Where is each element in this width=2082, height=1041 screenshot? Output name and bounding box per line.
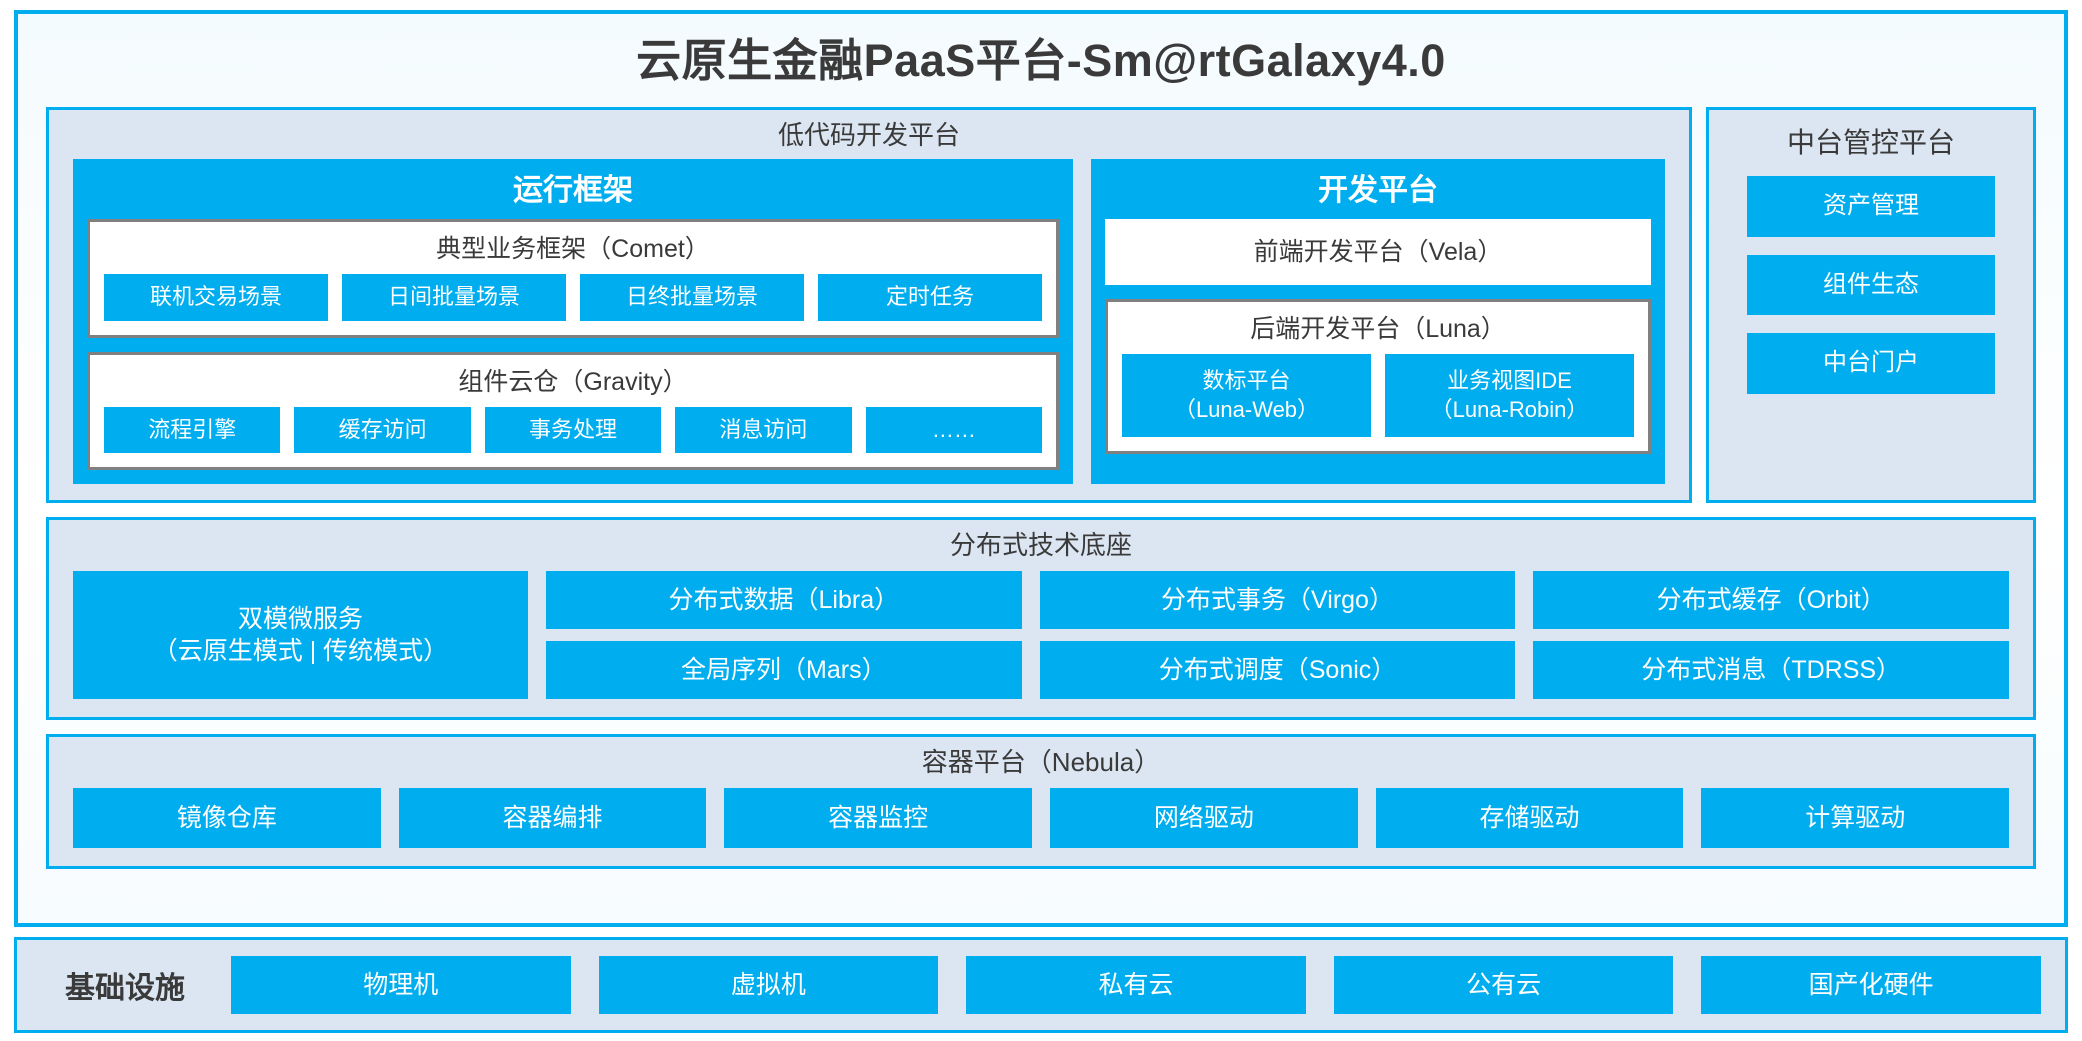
gravity-item-transaction[interactable]: 事务处理	[484, 406, 662, 453]
comet-item-scheduled-task[interactable]: 定时任务	[818, 274, 1042, 321]
control-platform-items: 资产管理 组件生态 中台门户	[1709, 172, 2033, 482]
dual-mode-line2: （云原生模式 | 传统模式）	[152, 636, 449, 665]
container-item-orchestration[interactable]: 容器编排	[398, 788, 707, 849]
gravity-item-more[interactable]: ……	[865, 406, 1043, 453]
container-item-monitoring[interactable]: 容器监控	[724, 788, 1033, 849]
container-platform-items: 镜像仓库 容器编排 容器监控 网络驱动 存储驱动 计算驱动	[49, 786, 2033, 849]
comet-items: 联机交易场景 日间批量场景 日终批量场景 定时任务	[104, 274, 1042, 321]
dual-mode-microservice-wrapper: 双模微服务 （云原生模式 | 传统模式）	[73, 570, 528, 699]
infra-item-public-cloud[interactable]: 公有云	[1333, 956, 1674, 1014]
container-platform-title: 容器平台（Nebula）	[921, 746, 1161, 777]
runtime-framework-title: 运行框架	[513, 174, 633, 208]
luna-item-luna-robin[interactable]: 业务视图IDE （Luna-Robin）	[1385, 354, 1634, 437]
distributed-column-3: 分布式缓存（Orbit） 分布式消息（TDRSS）	[1533, 570, 2010, 699]
dist-item-mars[interactable]: 全局序列（Mars）	[546, 640, 1022, 699]
development-platform-block: 开发平台 前端开发平台（Vela） 后端开发平台（Luna） 数标平台 （Lun	[1091, 159, 1665, 484]
distributed-column-1: 分布式数据（Libra） 全局序列（Mars）	[546, 570, 1022, 699]
luna-items: 数标平台 （Luna-Web） 业务视图IDE （Luna-Robin）	[1122, 354, 1634, 437]
container-item-image-registry[interactable]: 镜像仓库	[73, 788, 381, 849]
luna-title: 后端开发平台（Luna）	[1250, 315, 1506, 344]
control-item-component-ecosystem[interactable]: 组件生态	[1747, 254, 1995, 316]
dist-item-libra[interactable]: 分布式数据（Libra）	[546, 570, 1022, 629]
comet-item-online-trade[interactable]: 联机交易场景	[104, 274, 328, 321]
runtime-framework-block: 运行框架 典型业务框架（Comet） 联机交易场景 日间批量场景 日终批量场景 …	[73, 159, 1073, 484]
platform-main-frame: 云原生金融PaaS平台-Sm@rtGalaxy4.0 低代码开发平台 运行框架 …	[14, 10, 2068, 927]
distributed-base-grid: 双模微服务 （云原生模式 | 传统模式） 分布式数据（Libra） 全局序列（M…	[49, 569, 2033, 699]
distributed-base-panel: 分布式技术底座 双模微服务 （云原生模式 | 传统模式） 分布式数据（Libra…	[46, 516, 2036, 720]
infrastructure-label: 基础设施	[65, 972, 185, 1005]
comet-item-eod-batch[interactable]: 日终批量场景	[580, 274, 804, 321]
dist-item-virgo[interactable]: 分布式事务（Virgo）	[1039, 570, 1516, 629]
container-item-storage-driver[interactable]: 存储驱动	[1375, 788, 1684, 849]
luna-item-luna-web[interactable]: 数标平台 （Luna-Web）	[1122, 354, 1371, 437]
container-platform-panel: 容器平台（Nebula） 镜像仓库 容器编排 容器监控 网络驱动 存储驱动 计算…	[46, 733, 2036, 870]
dist-item-tdrss[interactable]: 分布式消息（TDRSS）	[1533, 640, 2010, 699]
distributed-base-title: 分布式技术底座	[949, 529, 1132, 560]
gravity-item-message-access[interactable]: 消息访问	[675, 406, 852, 453]
dual-mode-line1: 双模微服务	[237, 604, 363, 633]
infra-item-virtual-machine[interactable]: 虚拟机	[598, 956, 939, 1014]
infra-item-domestic-hardware[interactable]: 国产化硬件	[1701, 956, 2041, 1014]
luna-robin-name: 业务视图IDE	[1447, 368, 1572, 394]
infrastructure-band: 基础设施 物理机 虚拟机 私有云 公有云 国产化硬件	[14, 937, 2068, 1033]
infra-item-private-cloud[interactable]: 私有云	[966, 956, 1306, 1014]
comet-card: 典型业务框架（Comet） 联机交易场景 日间批量场景 日终批量场景 定时任务	[87, 219, 1059, 338]
dist-item-dual-mode-microservice[interactable]: 双模微服务 （云原生模式 | 传统模式）	[73, 570, 528, 699]
gravity-title: 组件云仓（Gravity）	[458, 367, 688, 396]
control-platform-panel: 中台管控平台 资产管理 组件生态 中台门户	[1706, 107, 2036, 503]
distributed-column-2: 分布式事务（Virgo） 分布式调度（Sonic）	[1039, 570, 1516, 699]
comet-title: 典型业务框架（Comet）	[436, 235, 710, 264]
gravity-item-cache-access[interactable]: 缓存访问	[294, 406, 471, 453]
control-item-portal[interactable]: 中台门户	[1747, 333, 1995, 394]
vela-title: 前端开发平台（Vela）	[1253, 238, 1503, 267]
luna-robin-code: （Luna-Robin）	[1430, 396, 1589, 422]
gravity-item-process-engine[interactable]: 流程引擎	[104, 406, 281, 453]
lowcode-platform-title: 低代码开发平台	[777, 120, 960, 151]
vela-card: 前端开发平台（Vela）	[1105, 219, 1651, 286]
control-item-asset-management[interactable]: 资产管理	[1747, 175, 1995, 237]
page-title: 云原生金融PaaS平台-Sm@rtGalaxy4.0	[636, 35, 1446, 86]
luna-web-name: 数标平台	[1202, 368, 1291, 394]
infra-item-physical-machine[interactable]: 物理机	[231, 956, 571, 1014]
top-row: 低代码开发平台 运行框架 典型业务框架（Comet） 联机交易场景 日间批量场景…	[46, 107, 2036, 503]
gravity-items: 流程引擎 缓存访问 事务处理 消息访问 ……	[104, 406, 1043, 453]
luna-card: 后端开发平台（Luna） 数标平台 （Luna-Web）	[1105, 299, 1651, 454]
control-platform-title: 中台管控平台	[1786, 127, 1955, 159]
lowcode-platform-body: 运行框架 典型业务框架（Comet） 联机交易场景 日间批量场景 日终批量场景 …	[49, 159, 1689, 484]
infrastructure-items: 物理机 虚拟机 私有云 公有云 国产化硬件	[231, 956, 2041, 1014]
development-platform-title: 开发平台	[1318, 174, 1438, 208]
comet-item-intraday-batch[interactable]: 日间批量场景	[342, 274, 566, 321]
container-item-compute-driver[interactable]: 计算驱动	[1701, 788, 2010, 849]
dist-item-sonic[interactable]: 分布式调度（Sonic）	[1039, 640, 1516, 699]
dist-item-orbit[interactable]: 分布式缓存（Orbit）	[1533, 570, 2010, 629]
container-item-network-driver[interactable]: 网络驱动	[1050, 788, 1358, 849]
luna-web-code: （Luna-Web）	[1173, 396, 1320, 422]
lowcode-platform-panel: 低代码开发平台 运行框架 典型业务框架（Comet） 联机交易场景 日间批量场景…	[46, 107, 1692, 503]
gravity-card: 组件云仓（Gravity） 流程引擎 缓存访问 事务处理 消息访问 ……	[87, 351, 1059, 470]
